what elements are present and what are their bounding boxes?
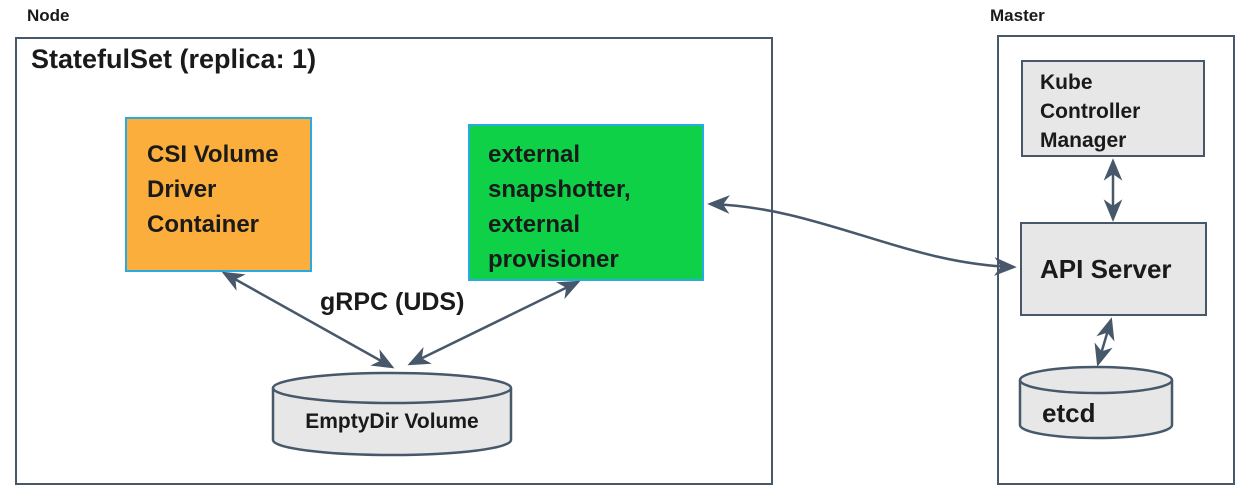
statefulset-title: StatefulSet (replica: 1): [31, 44, 317, 74]
emptydir-volume-label: EmptyDir Volume: [305, 410, 479, 433]
api-server-label: API Server: [1040, 253, 1172, 284]
etcd-label: etcd: [1042, 398, 1096, 428]
grpc-uds-label: gRPC (UDS): [320, 288, 465, 316]
node-group-label: Node: [27, 6, 70, 25]
master-group-label: Master: [990, 6, 1045, 25]
node-statefulset-box: StatefulSet (replica: 1): [15, 37, 773, 485]
kube-controller-manager-box: Kube Controller Manager: [1021, 60, 1205, 157]
external-sidecars-box: external snapshotter, external provision…: [468, 124, 704, 281]
csi-volume-driver-container-box: CSI Volume Driver Container: [125, 117, 312, 272]
api-server-box: API Server: [1020, 222, 1207, 316]
